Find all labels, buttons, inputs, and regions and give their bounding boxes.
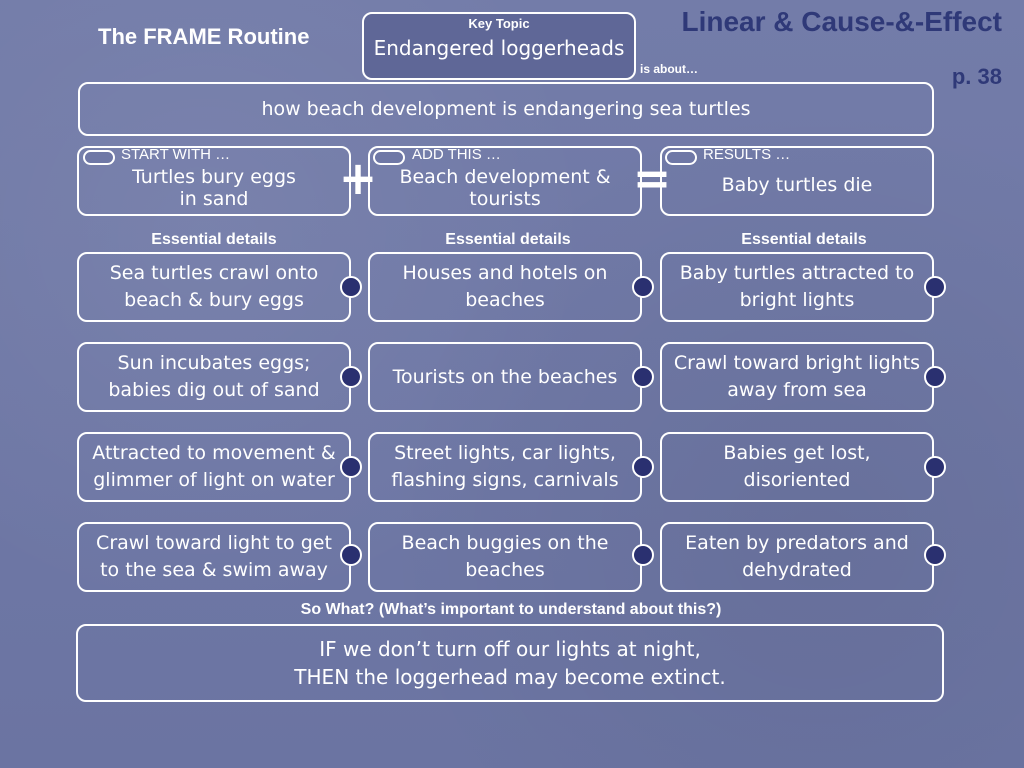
so-what-answer: IF we don’t turn off our lights at night… bbox=[294, 637, 726, 689]
connector-dot-icon bbox=[632, 276, 654, 298]
detail-text: Tourists on the beaches bbox=[392, 365, 618, 388]
about-text: how beach development is endangering sea… bbox=[261, 97, 751, 120]
main-idea-start-label: START WITH … bbox=[121, 146, 231, 163]
page-reference: p. 38 bbox=[951, 64, 1002, 89]
so-what-question: So What? (What’s important to understand… bbox=[300, 601, 722, 618]
main-idea-add: Beach development & tourists bbox=[368, 146, 642, 216]
detail-col2-row2: Tourists on the beaches bbox=[368, 342, 642, 412]
main-idea-add-text: Beach development & tourists bbox=[399, 166, 611, 210]
main-idea-start: Turtles bury eggs in sand bbox=[77, 146, 351, 216]
add-pill-icon bbox=[373, 150, 405, 165]
main-idea-results-label: RESULTS … bbox=[703, 146, 791, 163]
about-box: how beach development is endangering sea… bbox=[78, 82, 934, 136]
detail-col3-row2: Crawl toward bright lights away from sea bbox=[660, 342, 934, 412]
detail-text: Beach buggies on the beaches bbox=[401, 532, 609, 581]
routine-title: The FRAME Routine bbox=[98, 24, 310, 49]
main-idea-results-text: Baby turtles die bbox=[721, 173, 873, 196]
connector-dot-icon bbox=[340, 276, 362, 298]
detail-col1-row1: Sea turtles crawl onto beach & bury eggs bbox=[77, 252, 351, 322]
detail-col1-row4: Crawl toward light to get to the sea & s… bbox=[77, 522, 351, 592]
detail-col2-row3: Street lights, car lights, flashing sign… bbox=[368, 432, 642, 502]
results-pill-icon bbox=[665, 150, 697, 165]
plus-operator: + bbox=[338, 151, 378, 205]
connector-dot-icon bbox=[340, 456, 362, 478]
detail-text: Babies get lost, disoriented bbox=[723, 442, 871, 491]
frame-type-title: Linear & Cause-&-Effect bbox=[681, 6, 1002, 37]
connector-dot-icon bbox=[340, 544, 362, 566]
detail-text: Sea turtles crawl onto beach & bury eggs bbox=[109, 262, 319, 311]
connector-dot-icon bbox=[632, 544, 654, 566]
detail-col1-row3: Attracted to movement & glimmer of light… bbox=[77, 432, 351, 502]
detail-text: Street lights, car lights, flashing sign… bbox=[391, 442, 619, 491]
detail-text: Houses and hotels on beaches bbox=[402, 262, 608, 311]
connector-dot-icon bbox=[924, 366, 946, 388]
key-topic-value: Endangered loggerheads bbox=[373, 36, 625, 60]
detail-text: Sun incubates eggs; babies dig out of sa… bbox=[108, 352, 320, 401]
main-idea-start-text: Turtles bury eggs in sand bbox=[132, 166, 296, 210]
detail-text: Crawl toward light to get to the sea & s… bbox=[96, 532, 332, 581]
equals-operator: = bbox=[632, 151, 672, 205]
detail-text: Crawl toward bright lights away from sea bbox=[673, 352, 921, 401]
detail-col3-row3: Babies get lost, disoriented bbox=[660, 432, 934, 502]
so-what-answer-box: IF we don’t turn off our lights at night… bbox=[76, 624, 944, 702]
connector-dot-icon bbox=[632, 456, 654, 478]
details-heading-col3: Essential details bbox=[741, 231, 867, 248]
details-heading-col2: Essential details bbox=[445, 231, 571, 248]
detail-col2-row4: Beach buggies on the beaches bbox=[368, 522, 642, 592]
about-label: is about… bbox=[640, 62, 699, 76]
key-topic-label: Key Topic bbox=[468, 16, 530, 31]
detail-text: Baby turtles attracted to bright lights bbox=[679, 262, 915, 311]
connector-dot-icon bbox=[340, 366, 362, 388]
detail-col3-row4: Eaten by predators and dehydrated bbox=[660, 522, 934, 592]
detail-col2-row1: Houses and hotels on beaches bbox=[368, 252, 642, 322]
connector-dot-icon bbox=[924, 456, 946, 478]
main-idea-results: Baby turtles die bbox=[660, 146, 934, 216]
details-heading-col1: Essential details bbox=[151, 231, 277, 248]
main-idea-add-label: ADD THIS … bbox=[412, 146, 501, 163]
connector-dot-icon bbox=[924, 276, 946, 298]
connector-dot-icon bbox=[632, 366, 654, 388]
key-topic-box: Key Topic Endangered loggerheads bbox=[362, 12, 636, 80]
start-pill-icon bbox=[83, 150, 115, 165]
detail-text: Attracted to movement & glimmer of light… bbox=[92, 442, 336, 491]
detail-col3-row1: Baby turtles attracted to bright lights bbox=[660, 252, 934, 322]
detail-text: Eaten by predators and dehydrated bbox=[685, 532, 909, 581]
connector-dot-icon bbox=[924, 544, 946, 566]
detail-col1-row2: Sun incubates eggs; babies dig out of sa… bbox=[77, 342, 351, 412]
